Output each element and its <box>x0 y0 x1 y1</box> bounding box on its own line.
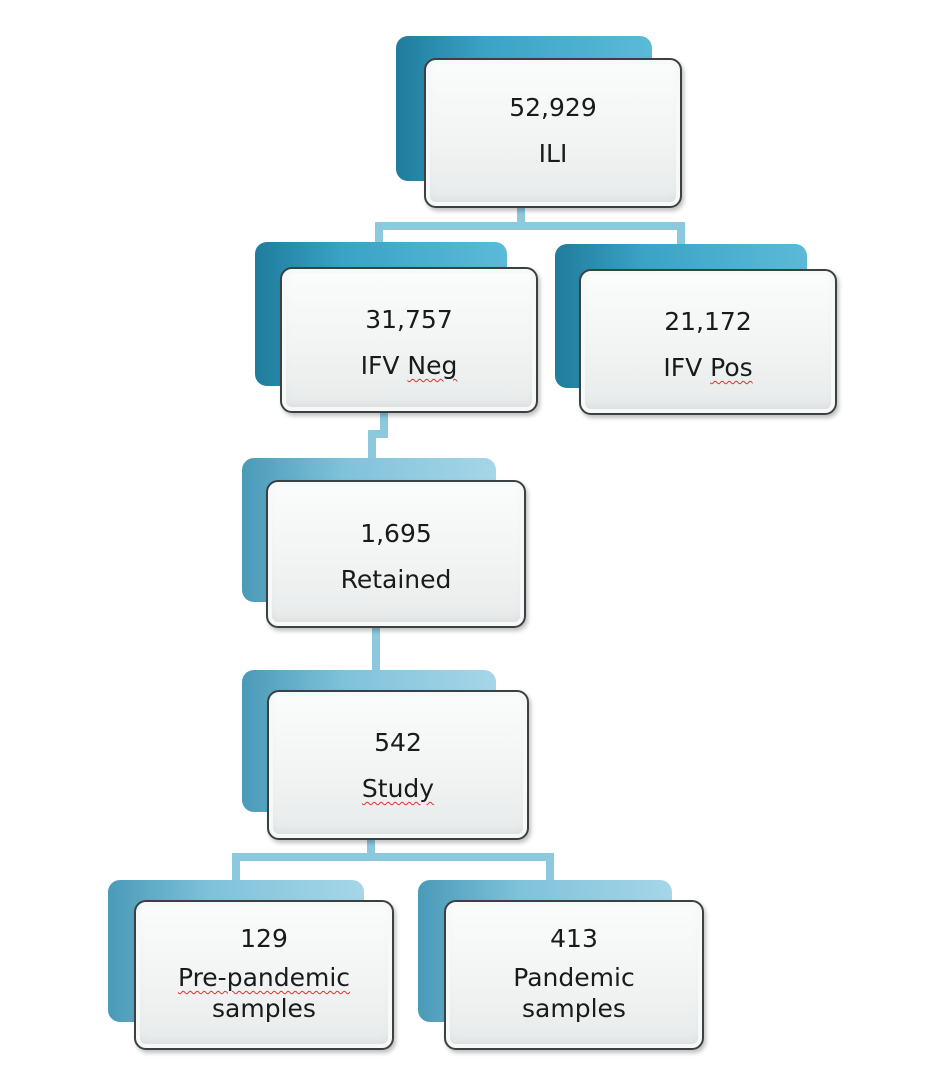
node-ifv-neg: 31,757 IFV Neg <box>255 242 540 416</box>
pandemic-line1: Pandemic <box>513 963 635 992</box>
node-pandemic: 413 Pandemic samples <box>418 880 706 1052</box>
study-label: Study <box>361 774 435 803</box>
pre-pandemic-count: 129 <box>240 924 288 953</box>
connector-neg-jog <box>368 430 388 438</box>
node-pre-pandemic: 129 Pre-pandemic samples <box>108 880 396 1052</box>
pre-pandemic-line2: samples <box>212 994 316 1023</box>
connector-ili-branch <box>375 222 685 230</box>
node-ifv-neg-card: 31,757 IFV Neg <box>280 267 538 413</box>
connector-to-pre <box>232 853 240 883</box>
ifv-pos-label-prefix: IFV <box>663 353 711 382</box>
node-study-card: 542 Study <box>267 690 529 840</box>
ili-count: 52,929 <box>509 93 597 122</box>
ifv-neg-count: 31,757 <box>365 305 453 334</box>
study-count: 542 <box>374 728 422 757</box>
node-pandemic-card: 413 Pandemic samples <box>444 900 704 1050</box>
pre-pandemic-line1: Pre-pandemic <box>177 963 351 992</box>
connector-neg-down-2 <box>368 430 376 462</box>
node-ifv-pos-card: 21,172 IFV Pos <box>579 269 837 415</box>
connector-retained-down <box>372 626 380 674</box>
ili-label: ILI <box>538 139 568 168</box>
node-study: 542 Study <box>242 670 529 842</box>
connector-to-pandemic <box>546 853 554 883</box>
node-ili: 52,929 ILI <box>396 36 686 211</box>
node-retained-card: 1,695 Retained <box>266 480 526 628</box>
ifv-pos-count: 21,172 <box>664 307 752 336</box>
ifv-neg-label-suffix: Neg <box>407 351 458 380</box>
retained-count: 1,695 <box>360 519 432 548</box>
node-ili-card: 52,929 ILI <box>424 58 682 208</box>
connector-study-branch <box>232 853 554 861</box>
node-retained: 1,695 Retained <box>242 458 527 630</box>
ifv-neg-label: IFV Neg <box>282 343 536 389</box>
node-ifv-pos: 21,172 IFV Pos <box>555 244 839 418</box>
ifv-pos-label: IFV Pos <box>581 345 835 391</box>
connector-to-pos <box>677 222 685 252</box>
pandemic-line2: samples <box>522 994 626 1023</box>
connector-ili-down <box>517 205 525 227</box>
connector-neg-down-1 <box>380 410 388 436</box>
pandemic-count: 413 <box>550 924 598 953</box>
connector-study-down <box>367 836 375 860</box>
ifv-pos-label-suffix: Pos <box>710 353 753 382</box>
connector-to-neg <box>375 222 383 252</box>
ifv-neg-label-prefix: IFV <box>360 351 408 380</box>
node-pre-pandemic-card: 129 Pre-pandemic samples <box>134 900 394 1050</box>
retained-label: Retained <box>340 565 452 594</box>
